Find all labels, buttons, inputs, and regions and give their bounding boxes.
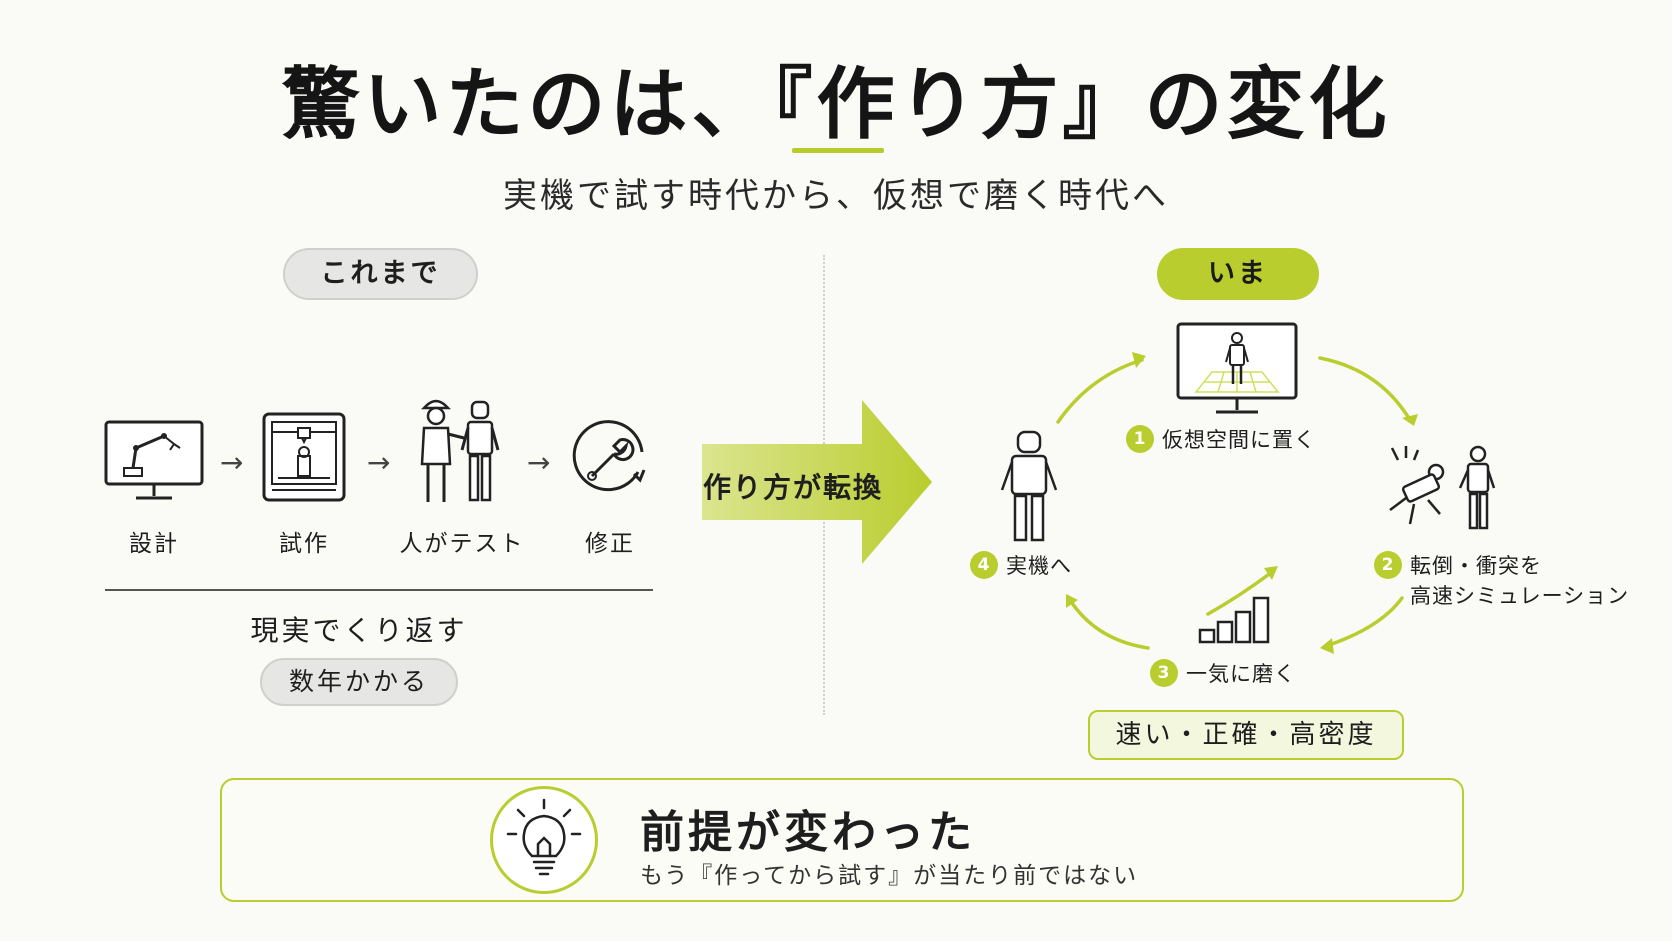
conclusion-title: 前提が変わった <box>640 807 976 858</box>
real-robot-icon <box>1000 430 1058 542</box>
arrow-right-icon: → <box>527 446 551 479</box>
step-number-badge: 1 <box>1126 425 1154 453</box>
worker-testing-robot-icon <box>420 399 500 502</box>
conclusion-box <box>220 778 1464 902</box>
lightbulb-icon <box>506 798 582 876</box>
virtual-space-monitor-icon <box>1176 322 1298 414</box>
robot-falling-icon <box>1389 445 1496 530</box>
cycle-step-1-text: 仮想空間に置く <box>1162 428 1316 452</box>
step-label-fix: 修正 <box>585 531 635 557</box>
cycle-step-4: 4 実機へ <box>970 550 1072 580</box>
bar-chart-icon <box>1198 596 1270 644</box>
cycle-step-2: 2 転倒・衝突を <box>1374 550 1542 580</box>
cycle-step-2-text2: 高速シミュレーション <box>1410 584 1630 608</box>
before-label-pill: これまで <box>283 248 478 300</box>
qualities-badge: 速い・正確・高密度 <box>1088 710 1404 760</box>
cycle-step-3: 3 一気に磨く <box>1150 658 1296 688</box>
step-number-badge: 3 <box>1150 659 1178 687</box>
transition-label: 作り方が転換 <box>703 471 884 504</box>
before-divider-line <box>105 589 653 591</box>
monitor-robot-arm-icon <box>104 420 204 500</box>
step-number-badge: 4 <box>970 551 998 579</box>
step-number-badge: 2 <box>1374 551 1402 579</box>
step-label-design: 設計 <box>129 531 179 557</box>
step-label-prototype: 試作 <box>279 531 329 557</box>
wrench-cycle-icon <box>572 420 646 492</box>
page-subtitle: 実機で試す時代から、仮想で磨く時代へ <box>503 176 1169 216</box>
title-underline <box>792 148 884 153</box>
cycle-step-4-text: 実機へ <box>1006 554 1072 578</box>
cycle-step-3-text: 一気に磨く <box>1186 662 1296 686</box>
takes-years-pill: 数年かかる <box>260 658 458 706</box>
repeat-in-reality-text: 現実でくり返す <box>250 614 468 647</box>
cycle-step-1: 1 仮想空間に置く <box>1126 424 1316 454</box>
step-label-human-test: 人がテスト <box>399 531 525 557</box>
cycle-step-2-text: 転倒・衝突を <box>1410 554 1542 578</box>
arrow-right-icon: → <box>220 446 244 479</box>
cycle-step-2-line2: 高速シミュレーション <box>1410 580 1629 610</box>
conclusion-subtitle: もう『作ってから試す』が当たり前ではない <box>640 863 1139 889</box>
page-title: 驚いたのは、『作り方』の変化 <box>281 60 1391 150</box>
3d-printer-icon <box>262 412 346 502</box>
transition-arrow-icon <box>702 400 932 564</box>
arrow-right-icon: → <box>367 446 391 479</box>
now-label-pill: いま <box>1157 248 1319 300</box>
